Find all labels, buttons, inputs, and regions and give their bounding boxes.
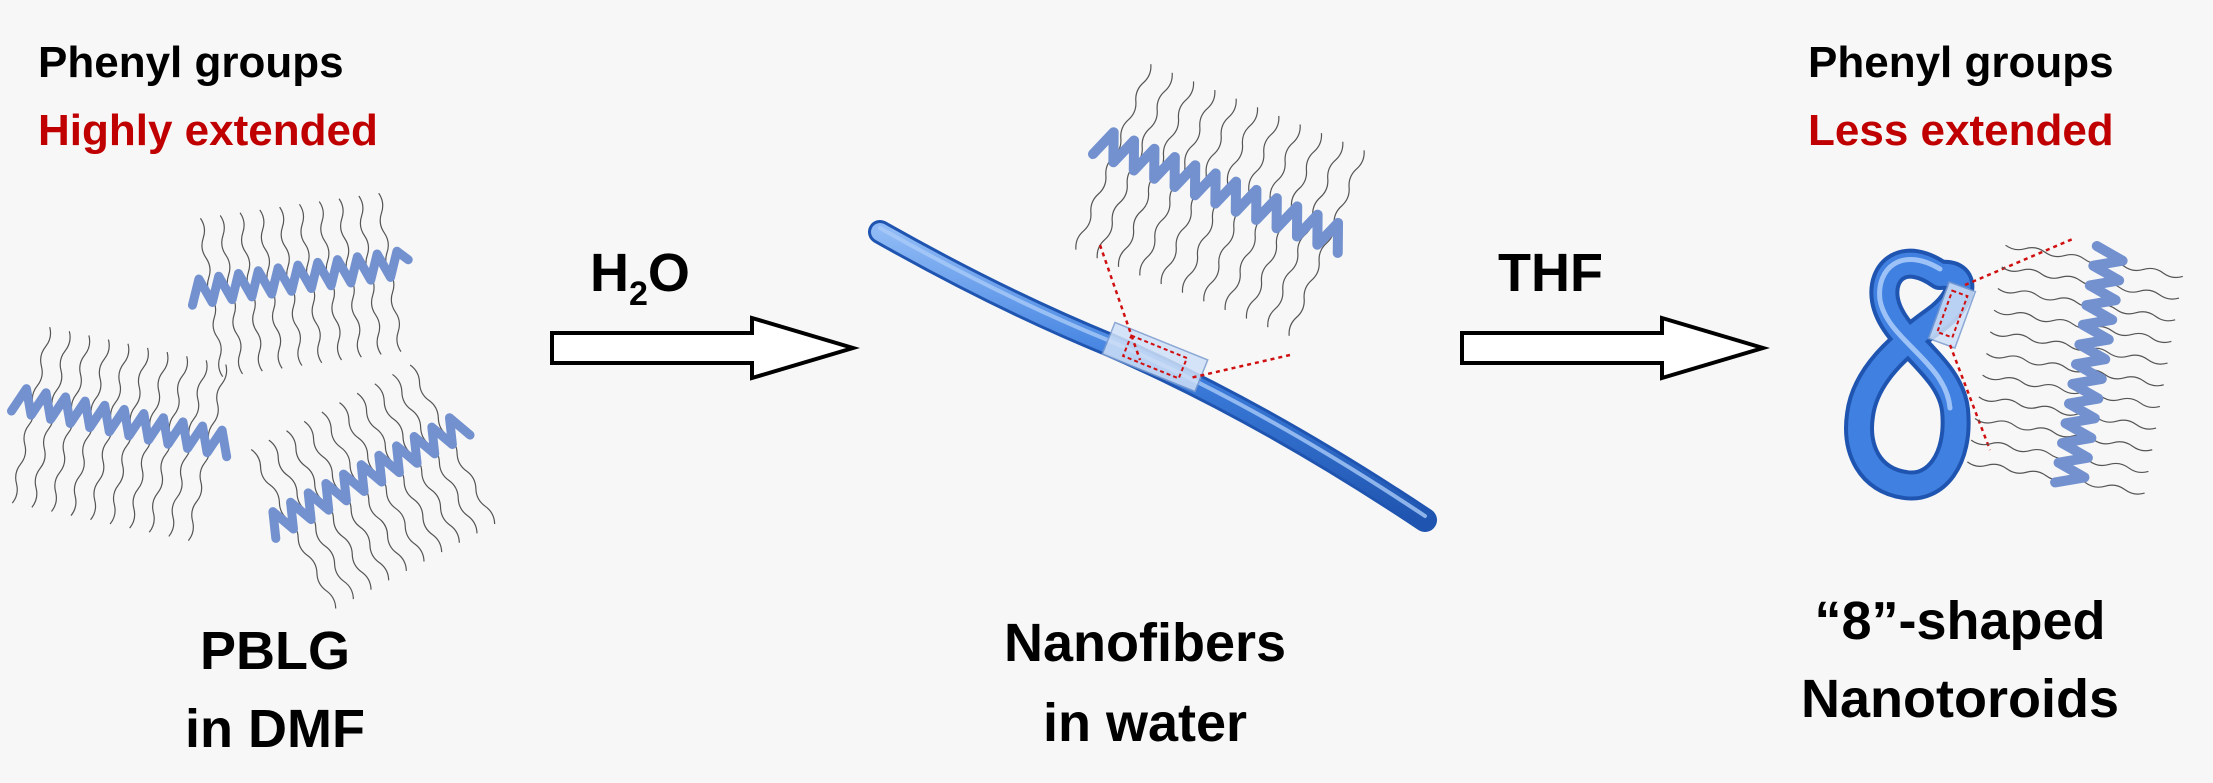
pblg-helix-right	[250, 364, 496, 609]
pblg-helix-top	[187, 192, 413, 378]
left-label-state: Highly extended	[38, 106, 378, 155]
right-caption-line1: “8”-shaped	[1814, 591, 2106, 651]
pblg-helix-left	[6, 326, 232, 541]
right-label-groups: Phenyl groups	[1808, 38, 2114, 87]
step2-reagent: THF	[1498, 243, 1603, 303]
process-arrow-1	[550, 315, 861, 381]
left-caption-line2: in DMF	[185, 699, 365, 759]
fiber-zoom-helix	[1075, 64, 1365, 336]
figure-eight-toroid	[1844, 248, 1977, 501]
process-arrow-2	[1460, 315, 1771, 381]
step1-reagent-main: H	[590, 243, 629, 303]
step1-reagent-tail: O	[647, 243, 690, 303]
fiber-zoom-lines	[1098, 244, 1291, 380]
toroid-zoom-lines	[1948, 236, 2076, 451]
middle-caption-line1: Nanofibers	[1003, 613, 1287, 673]
right-caption-line2: Nanotoroids	[1801, 669, 2119, 729]
toroid-zoom-helix	[1966, 241, 2183, 495]
right-label-state: Less extended	[1808, 106, 2114, 155]
nanofiber	[868, 220, 1437, 532]
step1-reagent-sub: 2	[629, 275, 648, 313]
middle-caption-line2: in water	[1042, 693, 1248, 753]
left-label-groups: Phenyl groups	[38, 38, 344, 87]
step1-reagent: H2O	[590, 242, 690, 313]
left-caption-line1: PBLG	[199, 621, 350, 681]
